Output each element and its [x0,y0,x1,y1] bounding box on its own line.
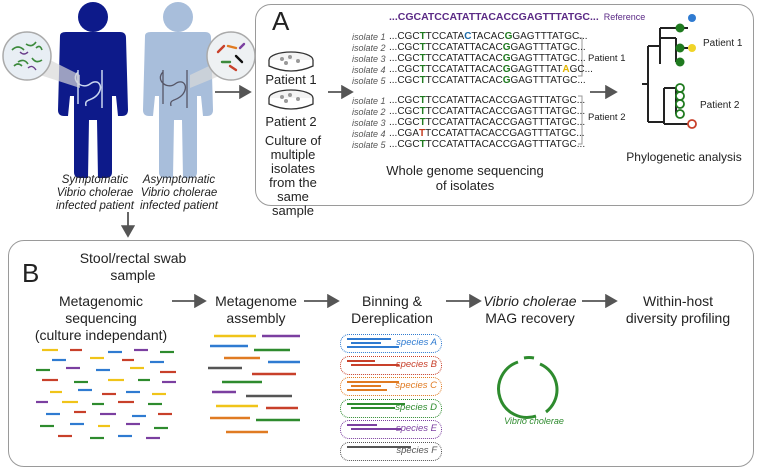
tree-tips [675,14,697,129]
step-metagenomic-sequencing: Metagenomic sequencing (culture independ… [34,293,168,343]
contig [347,402,405,405]
isolate-label: isolate 4 [352,129,386,139]
contig [351,385,381,387]
species-label: species C [395,380,437,391]
symptomatic-patient-figure [2,2,128,178]
contig [351,363,399,366]
group-label-patient-2: Patient 2 [588,112,626,123]
dish-label-patient-1: Patient 1 [265,72,317,87]
isolate-label: isolate 2 [352,43,386,53]
panel-b-letter: B [22,258,40,288]
isolate-label: isolate 1 [352,32,386,42]
sequence-row: ...CGCTTCCATATTACACGGAGTTTATAGC... [389,64,593,75]
species-bin: species A [340,334,442,353]
sequence-row: ...CGCTTCCATATTACACCGAGTTTATGC... [389,139,586,150]
contig [347,381,399,383]
culture-caption: Culture of multiple isolates from the sa… [264,133,322,218]
mag-label: Vibrio cholerae [504,416,564,426]
step-metagenome-assembly: Metagenome assembly [215,293,297,326]
asymptomatic-patient-figure [143,2,256,178]
sequence-row: ...CGCTTCCATATTACACCGAGTTTATGC... [389,106,586,117]
dish-label-patient-2: Patient 2 [265,114,317,129]
contig [351,428,401,430]
sequence-row: ...CGCTTCCATATTACACCGAGTTTATGC... [389,117,586,128]
step-mag-recovery: Vibrio cholerae MAG recovery [483,293,577,326]
reference-label: Reference [603,12,646,22]
step-within-host-profiling: Within-host diversity profiling [625,293,731,326]
isolate-label: isolate 3 [352,54,386,64]
asymptomatic-caption: Asymptomatic Vibrio cholerae infected pa… [139,174,218,212]
contig [347,359,375,362]
sequence-row: ...CGCTTCCATATTACACGGAGTTTATGC... [389,42,586,53]
contig [347,445,411,448]
isolate-label: isolate 2 [352,107,386,117]
isolate-label: isolate 3 [352,118,386,128]
vibrio-mag-circle [497,356,559,419]
step-binning: Binning & Dereplication [351,293,433,326]
species-bin: species B [340,355,442,375]
contig [347,338,391,340]
isolate-label: isolate 4 [352,65,386,75]
sequence-row: ...CGATTCCATATTACACCGAGTTTATGC... [389,128,585,139]
stool-caption: Stool/rectal swab sample [79,250,187,283]
panel-a-letter: A [272,6,290,36]
species-bin: species D [340,398,442,418]
species-label: species F [396,444,437,456]
species-label: species D [395,401,437,413]
wgs-caption: Whole genome sequencing of isolates [386,163,544,193]
phylo-caption: Phylogenetic analysis [626,150,742,164]
assembly-contigs [208,334,300,434]
contig [347,389,387,391]
reference-sequence: ...CGCATCCATATTACACCGAGTTTATGC... Refere… [389,11,646,23]
sequence-row: ...CGCTTCCATATTACACCGAGTTTATGC... [389,95,586,106]
isolate-label: isolate 1 [352,96,386,106]
tree-label-patient-1: Patient 1 [703,38,743,49]
species-label: species E [395,423,437,434]
sequence-row: ...CGCTTCCATATTACACGGAGTTTATGC... [389,53,586,64]
petri-dish-patient-1 [268,51,314,72]
group-label-patient-1: Patient 1 [588,53,626,64]
species-label: species A [396,337,437,348]
contig [347,424,377,426]
contig [351,342,381,344]
isolate-label: isolate 5 [352,140,386,150]
symptomatic-caption: Symptomatic Vibrio cholerae infected pat… [55,174,134,212]
petri-dish-patient-2 [268,89,314,110]
sequence-row: ...CGCTTCCATATTACACGGAGTTTATGC... [389,75,586,86]
metagenomic-reads [36,348,176,440]
species-bin: species C [340,377,442,396]
species-bin: species E [340,420,442,439]
contig [347,346,399,348]
species-label: species B [395,358,437,370]
contig [351,406,395,409]
tree-label-patient-2: Patient 2 [700,100,740,111]
species-bin: species F [340,441,442,461]
sequence-row: ...CGCTTCCATACTACACGGAGTTTATGC... [389,31,588,42]
isolate-label: isolate 5 [352,76,386,86]
